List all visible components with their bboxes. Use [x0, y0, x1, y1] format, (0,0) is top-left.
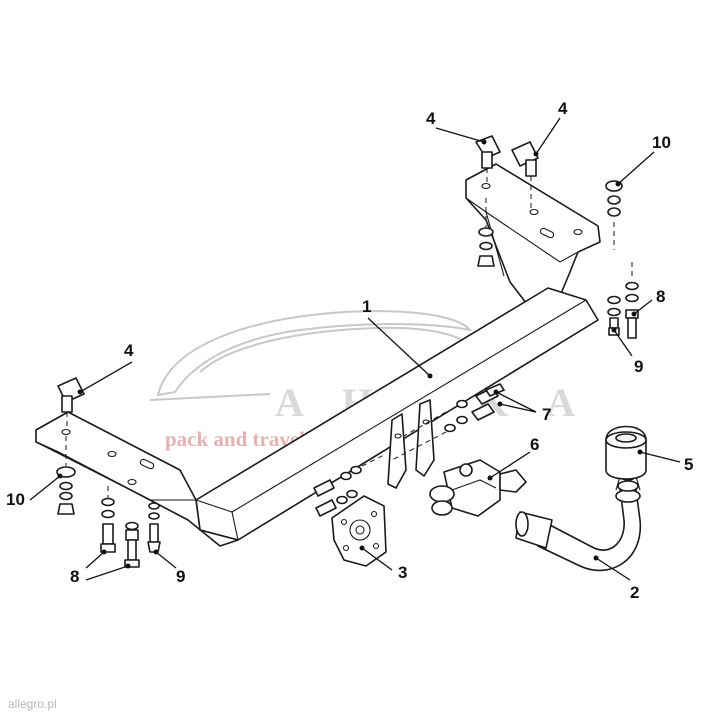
- callout-9-left: 9: [176, 567, 185, 586]
- callout-10-right: 10: [652, 133, 671, 152]
- ball-cover: [605, 425, 647, 480]
- socket-bolts: [313, 453, 387, 517]
- seller-watermark: allegro.pl: [8, 697, 57, 711]
- socket-plate: [331, 495, 387, 567]
- callout-10-left: 10: [6, 490, 25, 509]
- right-fasteners: [477, 180, 639, 339]
- left-mounting-bracket: [35, 411, 239, 547]
- callout-8-left: 8: [70, 567, 79, 586]
- callout-7: 7: [542, 405, 551, 424]
- callout-2: 2: [630, 583, 639, 602]
- callout-3: 3: [398, 563, 407, 582]
- callout-4-left: 4: [124, 341, 134, 360]
- callout-4-right-a: 4: [426, 109, 436, 128]
- watermark-slogan: pack and travel: [165, 427, 305, 451]
- callout-4-right-b: 4: [558, 99, 568, 118]
- left-bracket: [57, 377, 85, 430]
- callout-9-right: 9: [634, 357, 643, 376]
- callout-numbers: 1 2 3 4 4 4 5 6 7 8 9 10 8 9 10: [6, 99, 693, 602]
- bolt-set: [391, 383, 505, 461]
- callout-8-right: 8: [656, 287, 665, 306]
- leader-lines: [29, 117, 681, 581]
- callout-6: 6: [530, 435, 539, 454]
- callout-5: 5: [684, 455, 693, 474]
- right-mounting-bracket: [465, 163, 601, 309]
- electrical-socket: [429, 459, 527, 517]
- callout-1: 1: [362, 297, 371, 316]
